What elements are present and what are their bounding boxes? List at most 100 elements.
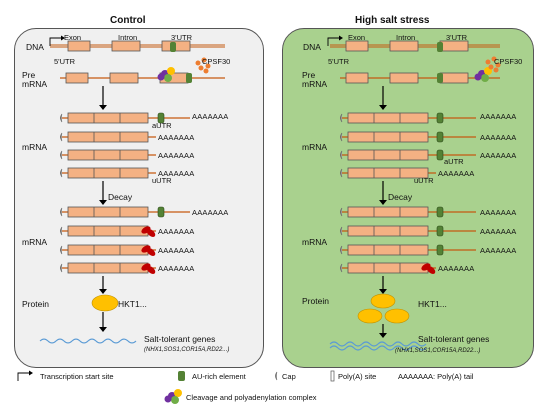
legend-cap-icon <box>275 371 278 381</box>
salt-gene-wave-2 <box>329 345 427 351</box>
control-arrow-2-head <box>99 289 107 294</box>
control-dna-tss-arrow <box>49 37 62 46</box>
salt-gene-wave-1 <box>329 341 427 347</box>
salt-polya-8: AAAAAAA <box>438 264 475 273</box>
control-intron-label: Intron <box>118 33 138 42</box>
control-polya-7: AAAAAAA <box>158 246 195 255</box>
salt-3utr-label: 3'UTR <box>446 33 468 42</box>
salt-autr-label: aUTR <box>444 157 464 166</box>
salt-polya-5: AAAAAAA <box>480 208 517 217</box>
control-cpsf30-dot-1 <box>201 57 207 63</box>
legend-complex-purple-2 <box>164 395 172 403</box>
control-exon-label: Exon <box>64 33 82 42</box>
control-hkt1-label: HKT1... <box>118 299 147 309</box>
control-mrna-6-decay-blade-2 <box>146 229 156 237</box>
salt-cpsf30-dot-1 <box>491 56 497 62</box>
salt-complex-green <box>481 74 489 82</box>
legend-tail-text: AAAAAAA: Poly(A) tail <box>398 372 474 381</box>
control-dna-au <box>170 42 176 52</box>
control-polya-5: AAAAAAA <box>192 208 229 217</box>
salt-mrna-2-au <box>436 131 444 143</box>
legend-au-element <box>178 371 185 381</box>
control-mrna-8-cds <box>67 262 149 274</box>
salt-arrow-3-head <box>379 333 387 338</box>
legend-au-text: AU-rich element <box>192 372 246 381</box>
control-arrow-3-head <box>99 327 107 332</box>
salt-genes-list: (NHX1,SOS1,COR15A,RD22...) <box>395 348 481 354</box>
control-mrna-7-cap <box>60 245 63 255</box>
salt-polya-3: AAAAAAA <box>480 151 517 160</box>
control-mrna-7-cds <box>67 244 149 256</box>
salt-mrna1-label: mRNA <box>302 142 328 152</box>
salt-premrna-label: Pre mRNA <box>302 70 328 89</box>
legend-polya-site-text: Poly(A) site <box>338 372 377 381</box>
control-protein-hkt1 <box>91 294 119 312</box>
salt-dna-tss-head <box>339 35 343 41</box>
control-mrna-3-cds <box>67 149 149 161</box>
salt-polya-6: AAAAAAA <box>480 227 517 236</box>
control-polya-8: AAAAAAA <box>158 264 195 273</box>
control-mrna2-label: mRNA <box>22 237 48 247</box>
control-premrna-label: Pre mRNA <box>22 70 48 89</box>
control-cpsf30-dot-0 <box>195 60 201 66</box>
salt-mrna-5-cap <box>340 207 343 217</box>
control-uutr-label: uUTR <box>152 176 172 185</box>
salt-mrna2-label: mRNA <box>302 237 328 247</box>
salt-mrna-3-au <box>436 149 444 161</box>
salt-mrna-3-cds <box>347 149 429 161</box>
control-panel <box>14 28 264 368</box>
control-mrna-5-cap <box>60 207 63 217</box>
salt-complex-purple-2 <box>474 73 482 81</box>
control-polya-3: AAAAAAA <box>158 151 195 160</box>
control-polya-4: AAAAAAA <box>158 169 195 178</box>
salt-polya-4: AAAAAAA <box>438 169 475 178</box>
salt-arrow-2-head <box>379 289 387 294</box>
legend-polya-site-icon <box>330 370 335 382</box>
control-mrna-5-cds <box>67 206 149 218</box>
control-polya-6: AAAAAAA <box>158 227 195 236</box>
salt-mrna-2-cds <box>347 131 429 143</box>
legend-tss-head <box>29 370 33 376</box>
legend-complex-text: Cleavage and polyadenylation complex <box>186 393 317 402</box>
control-complex-green <box>164 74 172 82</box>
salt-protein-1 <box>370 293 396 309</box>
salt-premrna-exon-2 <box>439 72 469 84</box>
salt-title: High salt stress <box>355 15 430 26</box>
control-cpsf30-dot-4 <box>203 68 209 74</box>
salt-dna-exon-2 <box>439 40 469 52</box>
legend-cap-text: Cap <box>282 372 296 381</box>
control-mrna-1-cap <box>60 113 63 123</box>
legend-complex-green <box>171 396 179 404</box>
control-premrna-au <box>186 73 192 83</box>
control-mrna-1-au <box>157 112 165 124</box>
legend-complex-yellow <box>174 389 182 397</box>
salt-dna-exon-1 <box>389 40 419 52</box>
salt-mrna-1-cds <box>347 112 429 124</box>
control-decay-label: Decay <box>108 192 133 202</box>
control-mrna-4-cds <box>67 167 149 179</box>
legend-tss-text: Transcription start site <box>40 372 114 381</box>
salt-cpsf30-dot-0 <box>485 59 491 65</box>
control-polya-2: AAAAAAA <box>158 133 195 142</box>
salt-mrna-8-cap <box>340 263 343 273</box>
salt-premrna-exon-1 <box>389 72 419 84</box>
salt-arrow-decay-head <box>379 200 387 205</box>
salt-stress-panel <box>282 28 534 368</box>
salt-mrna-6-au <box>436 225 444 237</box>
salt-mrna-6-cap <box>340 226 343 236</box>
salt-mrna-1-cap <box>340 113 343 123</box>
control-mrna-6-cds <box>67 225 149 237</box>
salt-salt-genes-label: Salt-tolerant genes <box>418 334 490 344</box>
control-mrna-8-decay-blade-2 <box>146 266 156 274</box>
control-mrna1-label: mRNA <box>22 142 48 152</box>
salt-mrna-8-decay-blade-2 <box>426 266 436 274</box>
salt-protein-3 <box>384 308 410 324</box>
salt-mrna-6-cds <box>347 225 429 237</box>
salt-mrna-7-cds <box>347 244 429 256</box>
salt-exon-label: Exon <box>348 33 366 42</box>
salt-dna-label: DNA <box>303 42 321 52</box>
control-autr-label: aUTR <box>152 121 172 130</box>
salt-mrna-4-cap <box>340 168 343 178</box>
salt-hkt1-label: HKT1... <box>418 299 447 309</box>
control-complex-yellow <box>167 67 175 75</box>
